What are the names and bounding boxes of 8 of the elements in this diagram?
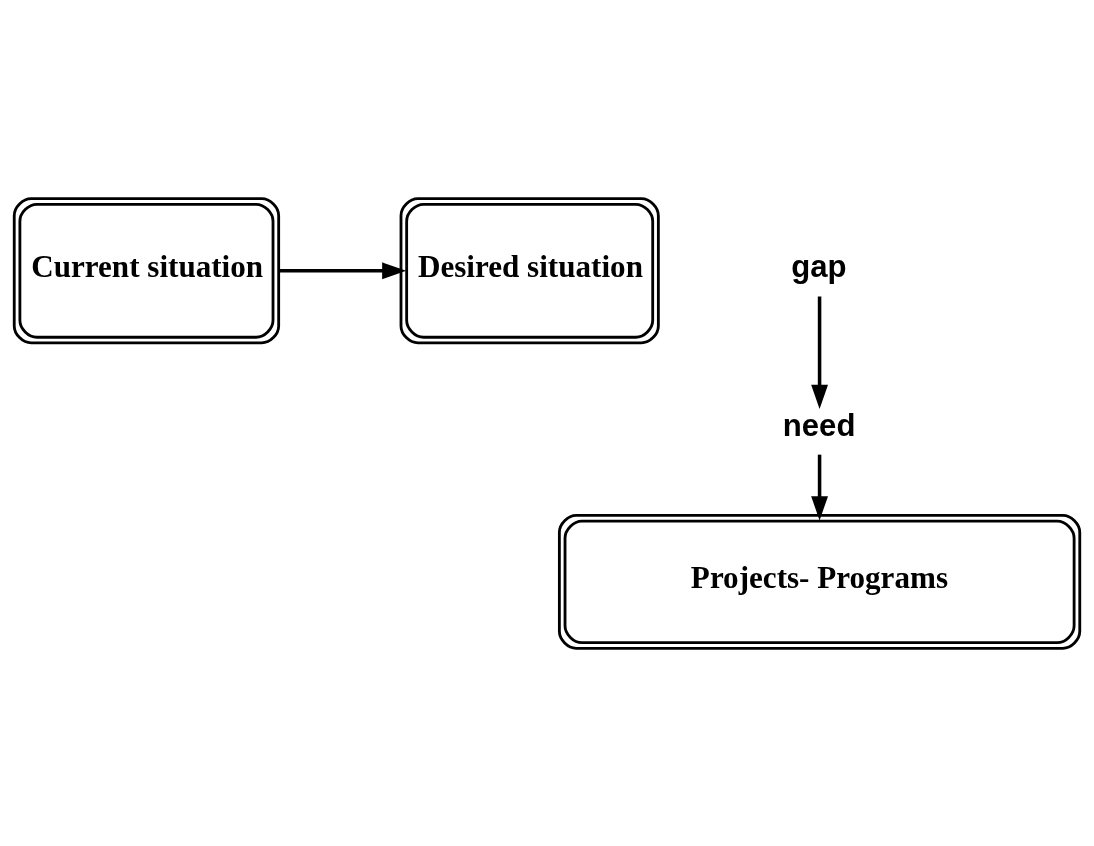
arrow — [811, 454, 828, 520]
node-text: gap — [791, 248, 847, 284]
node-box: Current situation — [12, 196, 281, 344]
node-box: Desired situation — [399, 196, 660, 344]
node-text: need — [782, 407, 856, 443]
arrow — [278, 261, 407, 279]
arrow — [811, 296, 828, 409]
node-box: Projects- Programs — [557, 513, 1082, 650]
